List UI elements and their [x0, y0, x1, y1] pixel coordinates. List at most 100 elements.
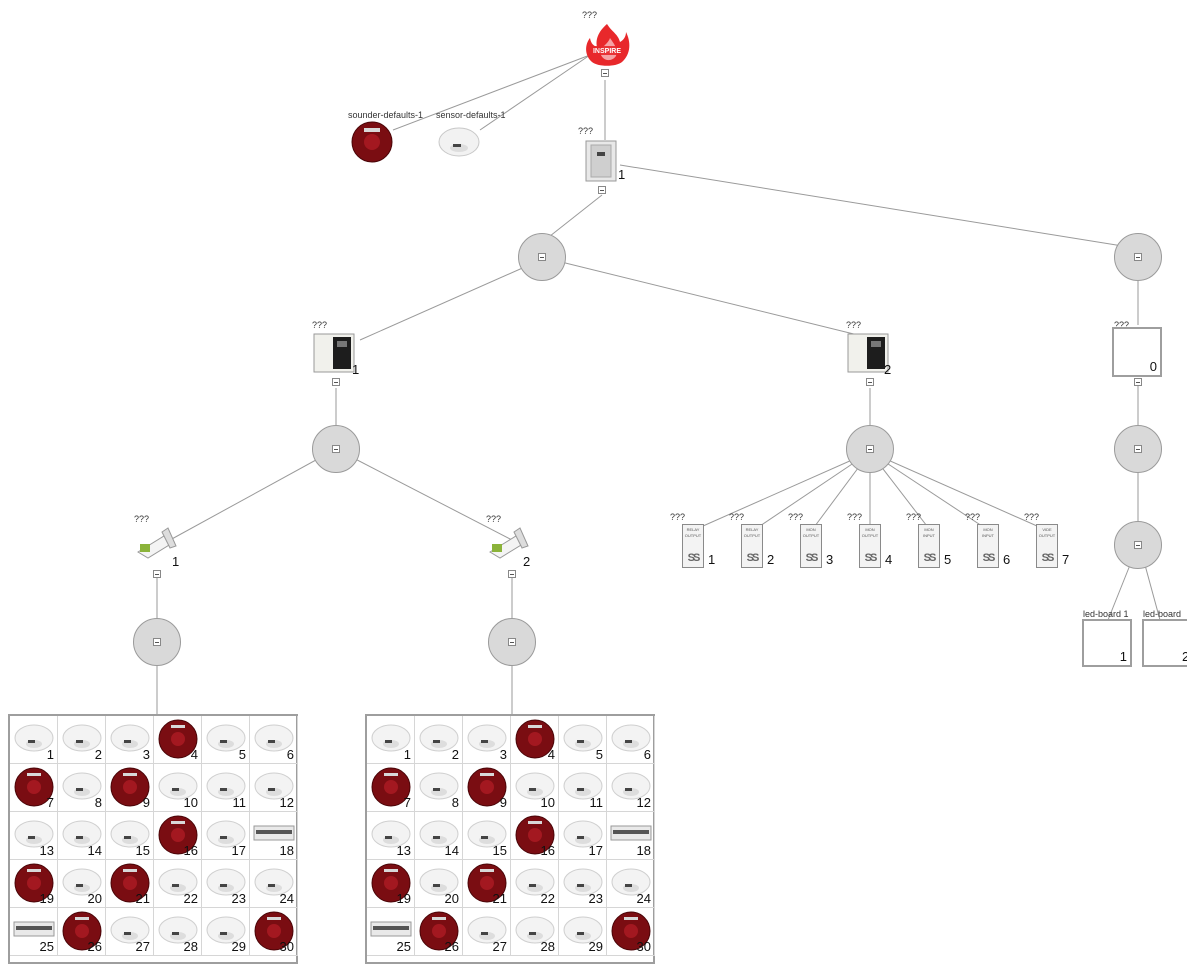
device-cell[interactable]: 29 [559, 908, 607, 956]
loop-module-1-collapse-toggle[interactable] [153, 570, 161, 578]
device-cell[interactable]: 9 [463, 764, 511, 812]
loop-1-devices-node[interactable] [133, 618, 181, 666]
controller-1-group-collapse-toggle[interactable] [332, 445, 340, 453]
device-cell[interactable]: 30 [607, 908, 655, 956]
sounder-defaults-icon[interactable] [351, 120, 393, 164]
device-cell[interactable]: 21 [463, 860, 511, 908]
device-cell[interactable]: 30 [250, 908, 298, 956]
device-cell[interactable]: 22 [154, 860, 202, 908]
loop-2-devices-node[interactable] [488, 618, 536, 666]
device-cell[interactable]: 22 [511, 860, 559, 908]
led-board-2-box[interactable]: 2 [1142, 619, 1187, 667]
device-cell[interactable]: 7 [10, 764, 58, 812]
loop-module-2-icon[interactable] [486, 526, 530, 560]
device-cell[interactable]: 18 [607, 812, 655, 860]
device-cell[interactable]: 1 [10, 716, 58, 764]
device-cell[interactable]: 13 [10, 812, 58, 860]
device-cell[interactable]: 10 [154, 764, 202, 812]
loop-group-node[interactable] [518, 233, 566, 281]
device-cell[interactable]: 20 [58, 860, 106, 908]
peripheral-group-collapse-toggle[interactable] [1134, 253, 1142, 261]
led-group-node-b[interactable] [1114, 521, 1162, 569]
device-cell[interactable]: 3 [106, 716, 154, 764]
device-cell[interactable]: 21 [106, 860, 154, 908]
device-cell[interactable]: 29 [202, 908, 250, 956]
device-cell[interactable]: 13 [367, 812, 415, 860]
device-cell[interactable]: 27 [106, 908, 154, 956]
device-cell[interactable]: 26 [415, 908, 463, 956]
led-board-1-box[interactable]: 1 [1082, 619, 1132, 667]
device-cell[interactable]: 28 [154, 908, 202, 956]
peripheral-group-node[interactable] [1114, 233, 1162, 281]
device-cell[interactable]: 19 [367, 860, 415, 908]
device-cell[interactable]: 15 [106, 812, 154, 860]
device-cell[interactable]: 18 [250, 812, 298, 860]
loop-2-devices-collapse-toggle[interactable] [508, 638, 516, 646]
loop-controller-1-icon[interactable] [313, 333, 355, 373]
loop-module-1-icon[interactable] [134, 526, 178, 560]
device-cell[interactable]: 19 [10, 860, 58, 908]
controller-2-group-collapse-toggle[interactable] [866, 445, 874, 453]
device-cell[interactable]: 17 [202, 812, 250, 860]
device-cell[interactable]: 24 [607, 860, 655, 908]
loop-1-devices-collapse-toggle[interactable] [153, 638, 161, 646]
device-cell[interactable]: 16 [511, 812, 559, 860]
device-cell[interactable]: 25 [10, 908, 58, 956]
device-cell[interactable]: 17 [559, 812, 607, 860]
device-cell[interactable]: 11 [559, 764, 607, 812]
device-cell[interactable]: 20 [415, 860, 463, 908]
device-cell[interactable]: 7 [367, 764, 415, 812]
device-cell[interactable]: 2 [58, 716, 106, 764]
device-cell[interactable]: 24 [250, 860, 298, 908]
device-cell[interactable]: 4 [511, 716, 559, 764]
device-cell[interactable]: 9 [106, 764, 154, 812]
led-group-b-collapse-toggle[interactable] [1134, 541, 1142, 549]
empty-device-box[interactable]: 0 [1112, 327, 1162, 377]
device-cell[interactable]: 1 [367, 716, 415, 764]
device-cell[interactable]: 23 [559, 860, 607, 908]
controller-2-collapse-toggle[interactable] [866, 378, 874, 386]
device-cell[interactable]: 15 [463, 812, 511, 860]
device-cell[interactable]: 6 [250, 716, 298, 764]
device-cell[interactable]: 8 [415, 764, 463, 812]
device-cell[interactable]: 3 [463, 716, 511, 764]
device-cell[interactable]: 23 [202, 860, 250, 908]
device-cell[interactable]: 26 [58, 908, 106, 956]
device-cell[interactable]: 11 [202, 764, 250, 812]
controller-2-group-node[interactable] [846, 425, 894, 473]
loop-module-2-collapse-toggle[interactable] [508, 570, 516, 578]
loop-controller-2-icon[interactable] [847, 333, 889, 373]
device-cell[interactable]: 12 [250, 764, 298, 812]
device-cell[interactable]: 8 [58, 764, 106, 812]
led-group-a-collapse-toggle[interactable] [1134, 445, 1142, 453]
empty-box-collapse-toggle[interactable] [1134, 378, 1142, 386]
root-collapse-toggle[interactable] [601, 69, 609, 77]
device-cell[interactable]: 5 [202, 716, 250, 764]
controller-1-collapse-toggle[interactable] [332, 378, 340, 386]
device-cell[interactable]: 27 [463, 908, 511, 956]
loop-group-collapse-toggle[interactable] [538, 253, 546, 261]
device-cell[interactable]: 14 [58, 812, 106, 860]
device-cell[interactable]: 25 [367, 908, 415, 956]
device-cell[interactable]: 12 [607, 764, 655, 812]
device-cell[interactable]: 4 [154, 716, 202, 764]
device-cell[interactable]: 6 [607, 716, 655, 764]
device-cell[interactable]: 14 [415, 812, 463, 860]
sensor-defaults-icon[interactable] [437, 124, 481, 160]
panel-icon[interactable] [585, 140, 617, 182]
device-cell[interactable]: 16 [154, 812, 202, 860]
controller-1-group-node[interactable] [312, 425, 360, 473]
device-cell[interactable]: 28 [511, 908, 559, 956]
panel-collapse-toggle[interactable] [598, 186, 606, 194]
device-cell[interactable]: 2 [415, 716, 463, 764]
device-cell[interactable]: 5 [559, 716, 607, 764]
device-cell[interactable]: 10 [511, 764, 559, 812]
led-group-node-a[interactable] [1114, 425, 1162, 473]
